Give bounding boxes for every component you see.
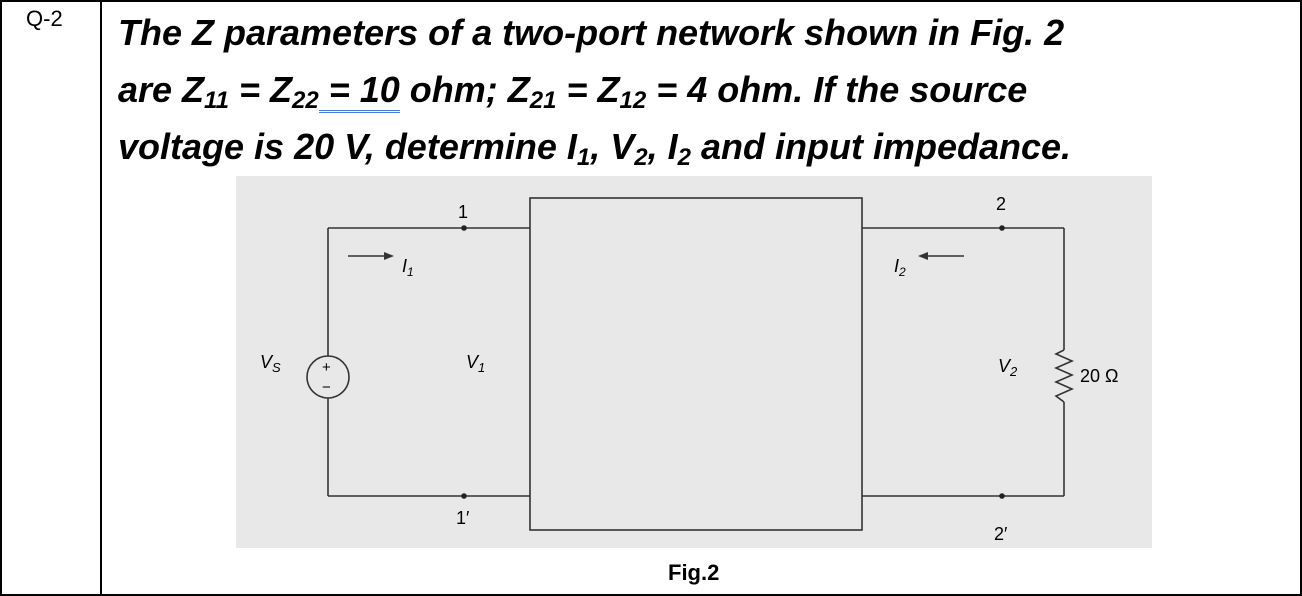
figure-caption: Fig.2 <box>668 560 720 585</box>
text-run: voltage is 20 V, determine I <box>118 126 577 167</box>
terminal-2-dot <box>999 225 1005 231</box>
text-run: = 4 ohm. If the source <box>646 69 1028 110</box>
spellcheck-underline: = 10 <box>318 69 400 113</box>
text-run: 10 <box>359 69 400 110</box>
subscript: 1 <box>576 144 591 171</box>
voltage-2-label: V2 <box>998 356 1018 379</box>
text-run: , I <box>647 126 678 167</box>
voltage-1-label: V1 <box>466 352 485 375</box>
text-run: = Z <box>228 69 292 110</box>
circuit-diagram: + − 1 1′ 2 2′ I1 I2 VS V1 V2 20 Ω <box>236 176 1152 548</box>
terminal-1p-dot <box>461 493 467 499</box>
subscript: 2 <box>677 144 691 171</box>
text-run: are Z <box>118 69 205 110</box>
subscript: 12 <box>619 87 647 114</box>
arrowhead-2 <box>918 252 928 260</box>
text-run: = <box>318 69 360 110</box>
circuit-svg: + − 1 1′ 2 2′ I1 I2 VS V1 V2 20 Ω <box>260 194 1118 544</box>
terminal-1p-label: 1′ <box>456 508 470 528</box>
resistor-20-ohm <box>1054 349 1074 403</box>
arrowhead-1 <box>384 252 394 260</box>
network-box <box>529 197 863 531</box>
subscript: 21 <box>529 87 557 114</box>
current-2-label: I2 <box>894 256 906 279</box>
source-plus: + <box>322 359 331 376</box>
question-text: The Z parameters of a two-port network s… <box>118 4 1288 175</box>
subscript: 11 <box>204 87 229 114</box>
text-run: ohm; Z <box>399 69 530 110</box>
question-line-1: The Z parameters of a two-port network s… <box>118 12 1065 53</box>
source-voltage-label: VS <box>260 352 281 375</box>
subscript: 2 <box>634 144 648 171</box>
subscript: 22 <box>292 87 319 114</box>
voltage-source-icon <box>306 355 350 399</box>
text-run: , V <box>590 126 635 167</box>
terminal-1-label: 1 <box>458 202 468 222</box>
question-line-2: are Z11 = Z22 = 10 ohm; Z21 = Z12 = 4 oh… <box>118 61 1288 118</box>
text-run: = Z <box>556 69 620 110</box>
question-line-3: voltage is 20 V, determine I1, V2, I2 an… <box>118 118 1288 175</box>
text-run: and input impedance. <box>691 126 1072 167</box>
terminal-1-dot <box>461 225 467 231</box>
source-minus: − <box>322 379 331 396</box>
question-number: Q-2 <box>26 6 63 31</box>
current-1-label: I1 <box>402 256 414 279</box>
terminal-2p-label: 2′ <box>994 524 1008 544</box>
column-divider <box>100 0 102 596</box>
terminal-2p-dot <box>999 493 1005 499</box>
load-resistor-label: 20 Ω <box>1080 366 1118 386</box>
terminal-2-label: 2 <box>996 194 1006 214</box>
